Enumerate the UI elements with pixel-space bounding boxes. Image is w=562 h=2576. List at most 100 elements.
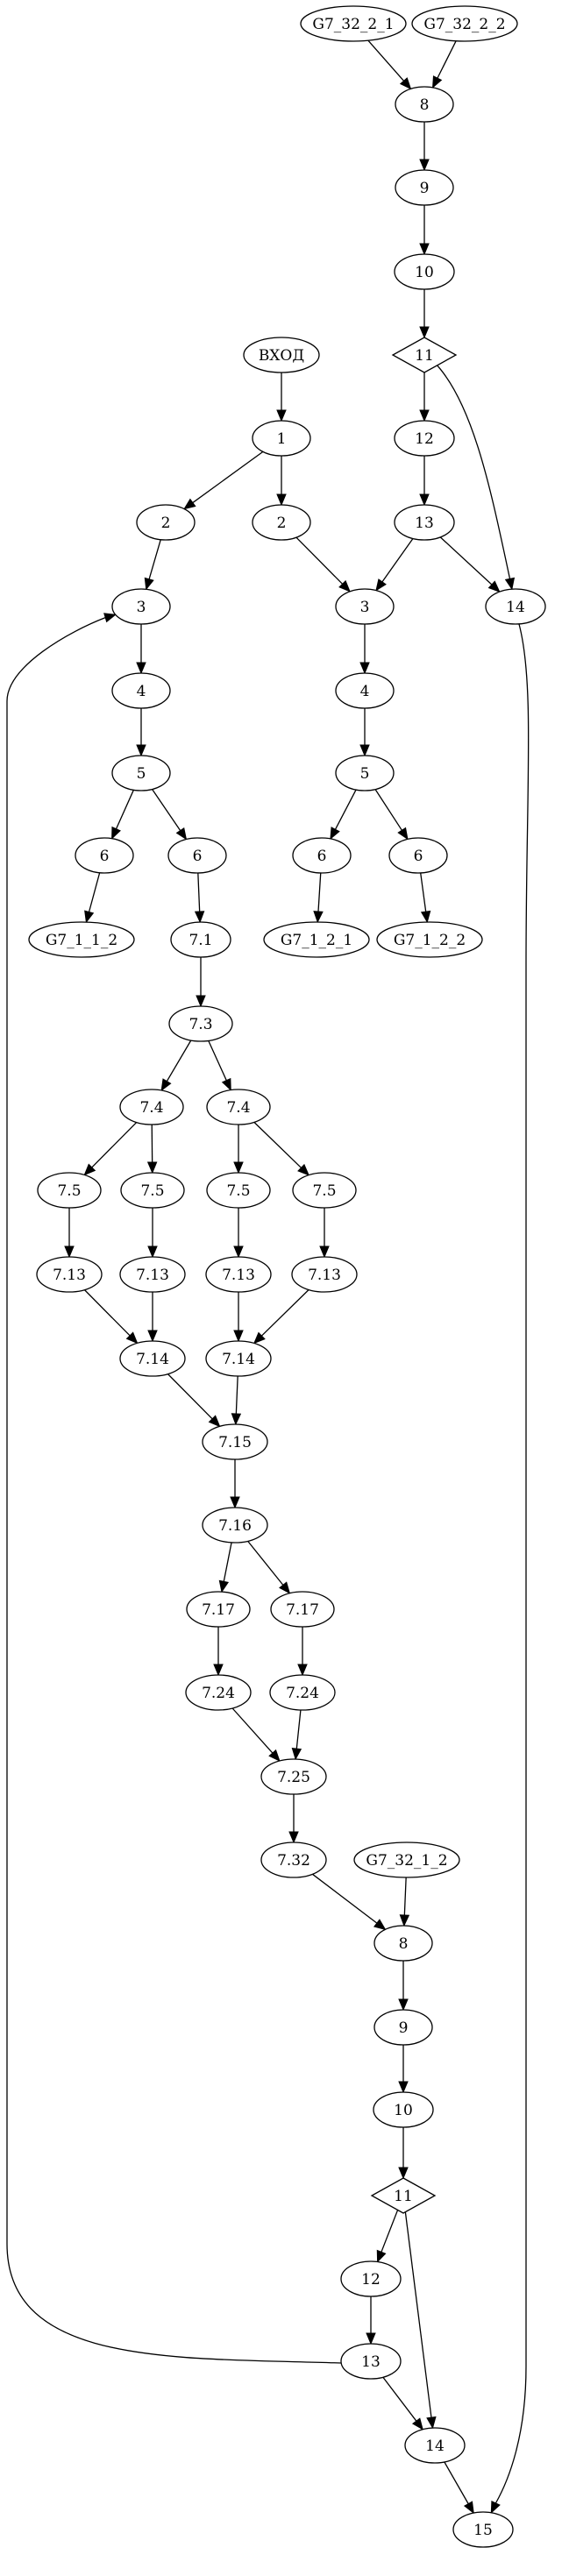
node-m-3: 3 xyxy=(335,588,395,625)
node-label: 2 xyxy=(161,514,171,532)
edge-line xyxy=(439,536,493,585)
edge-line xyxy=(197,872,201,912)
edge-line xyxy=(235,1375,238,1415)
edge-line xyxy=(374,789,402,831)
node-ellipse xyxy=(373,1925,433,1962)
node-ellipse xyxy=(300,5,407,42)
arrow-head xyxy=(373,1919,387,1931)
node-ellipse xyxy=(111,588,171,625)
edge-n_7_1-to-n_7_3 xyxy=(196,957,206,1008)
arrow-head xyxy=(111,826,121,840)
edge-m_5-to-m_6a xyxy=(330,789,357,841)
arrow-head xyxy=(276,409,287,422)
edge-line xyxy=(148,539,161,579)
edge-b_8-to-b_9 xyxy=(398,1961,409,2012)
node-label: 5 xyxy=(137,765,146,783)
node-label: 7.1 xyxy=(189,932,212,949)
node-label: 13 xyxy=(415,514,434,532)
node-label: 6 xyxy=(100,848,110,865)
edge-entry-to-n_1 xyxy=(276,373,287,422)
node-label: 6 xyxy=(414,848,423,865)
edge-r_11-to-r_14 xyxy=(434,362,516,591)
node-n-7-5d: 7.5 xyxy=(292,1172,357,1209)
edge-r_9-to-r_10 xyxy=(419,205,430,256)
node-b-14: 14 xyxy=(404,2427,466,2464)
edge-b_11-to-b_14 xyxy=(404,2211,437,2430)
edge-top_g7_32_2_1-to-r_8 xyxy=(367,39,412,90)
node-top-g7-32-2-2: G7_32_2_2 xyxy=(411,5,518,42)
edge-line xyxy=(247,1540,284,1586)
node-label: 8 xyxy=(399,1935,409,1953)
node-g7-32-1-2: G7_32_1_2 xyxy=(353,1842,460,1878)
edge-line xyxy=(437,40,457,79)
arrow-head xyxy=(83,1163,96,1176)
node-n-7-24b: 7.24 xyxy=(269,1674,336,1711)
edge-g7_32_1_2-to-b_8 xyxy=(399,1877,410,1927)
node-label: 3 xyxy=(137,599,146,616)
node-label: G7_32_2_1 xyxy=(312,16,394,33)
edge-m_5-to-m_6b xyxy=(374,789,409,841)
node-m-6a: 6 xyxy=(292,837,352,874)
edge-line xyxy=(295,1709,302,1749)
arrow-head xyxy=(504,577,516,591)
node-n-7-14a: 7.14 xyxy=(119,1340,186,1377)
node-n-7-4b: 7.4 xyxy=(206,1089,271,1125)
edge-n_7_16-to-n_7_17b xyxy=(247,1540,291,1594)
node-label: 6 xyxy=(193,848,203,865)
arrow-head xyxy=(279,1581,291,1594)
edge-line xyxy=(382,2376,417,2422)
edge-b_13-to-l_3 xyxy=(6,613,342,2364)
decision-diamond xyxy=(370,2177,437,2214)
arrow-head xyxy=(183,498,196,510)
arrow-head xyxy=(103,613,117,623)
node-l-3: 3 xyxy=(111,588,171,625)
edge-n_7_3-to-n_7_4b xyxy=(208,1040,231,1091)
node-ellipse xyxy=(485,588,546,625)
arrow-head xyxy=(221,1077,231,1091)
arrow-head xyxy=(231,1413,242,1426)
arrow-head xyxy=(420,910,431,924)
arrow-head xyxy=(397,827,409,841)
node-ellipse xyxy=(394,504,455,541)
edge-l_6a-to-g7_1_1_2 xyxy=(84,872,101,924)
node-n-7-13a: 7.13 xyxy=(36,1256,103,1293)
edge-line xyxy=(295,536,344,585)
node-label: 6 xyxy=(317,848,327,865)
edges-layer xyxy=(6,39,530,2515)
edge-line xyxy=(334,789,357,830)
arrow-head xyxy=(268,1749,281,1762)
node-ellipse xyxy=(111,755,171,791)
node-n-7-5c: 7.5 xyxy=(206,1172,271,1209)
arrow-head xyxy=(233,1330,244,1343)
node-n-7-16: 7.16 xyxy=(202,1507,268,1543)
edge-l_2-to-l_3 xyxy=(144,539,161,591)
node-label: 7.16 xyxy=(218,1517,252,1535)
arrow-head xyxy=(196,995,206,1008)
edge-line xyxy=(403,1877,407,1916)
node-m-2: 2 xyxy=(252,504,311,541)
node-g7-1-2-2: G7_1_2_2 xyxy=(376,921,483,958)
edge-n_7_16-to-n_7_17a xyxy=(218,1542,232,1593)
edge-line xyxy=(91,1122,138,1168)
node-label: 10 xyxy=(415,264,434,281)
arrow-head xyxy=(125,1331,139,1345)
arrow-head xyxy=(419,243,430,256)
arrow-head xyxy=(218,1579,230,1593)
edge-line xyxy=(367,39,405,82)
edge-n_7_13c-to-n_7_14b xyxy=(233,1292,244,1343)
node-b-9: 9 xyxy=(373,2009,433,2046)
edge-n_7_13b-to-n_7_14a xyxy=(147,1292,158,1343)
node-ellipse xyxy=(340,2343,402,2380)
arrow-head xyxy=(144,577,154,591)
node-label: 7.32 xyxy=(277,1852,310,1870)
edge-n_7_32-to-b_8 xyxy=(312,1873,387,1931)
node-label: 7.4 xyxy=(139,1099,163,1117)
node-ellipse xyxy=(292,837,352,874)
arrow-head xyxy=(419,409,430,422)
arrow-head xyxy=(366,2332,376,2345)
node-ellipse xyxy=(37,1172,102,1209)
edge-line xyxy=(253,1121,302,1168)
edge-l_5-to-l_6a xyxy=(111,790,134,840)
arrow-head xyxy=(330,827,340,841)
arrow-head xyxy=(297,1163,310,1176)
